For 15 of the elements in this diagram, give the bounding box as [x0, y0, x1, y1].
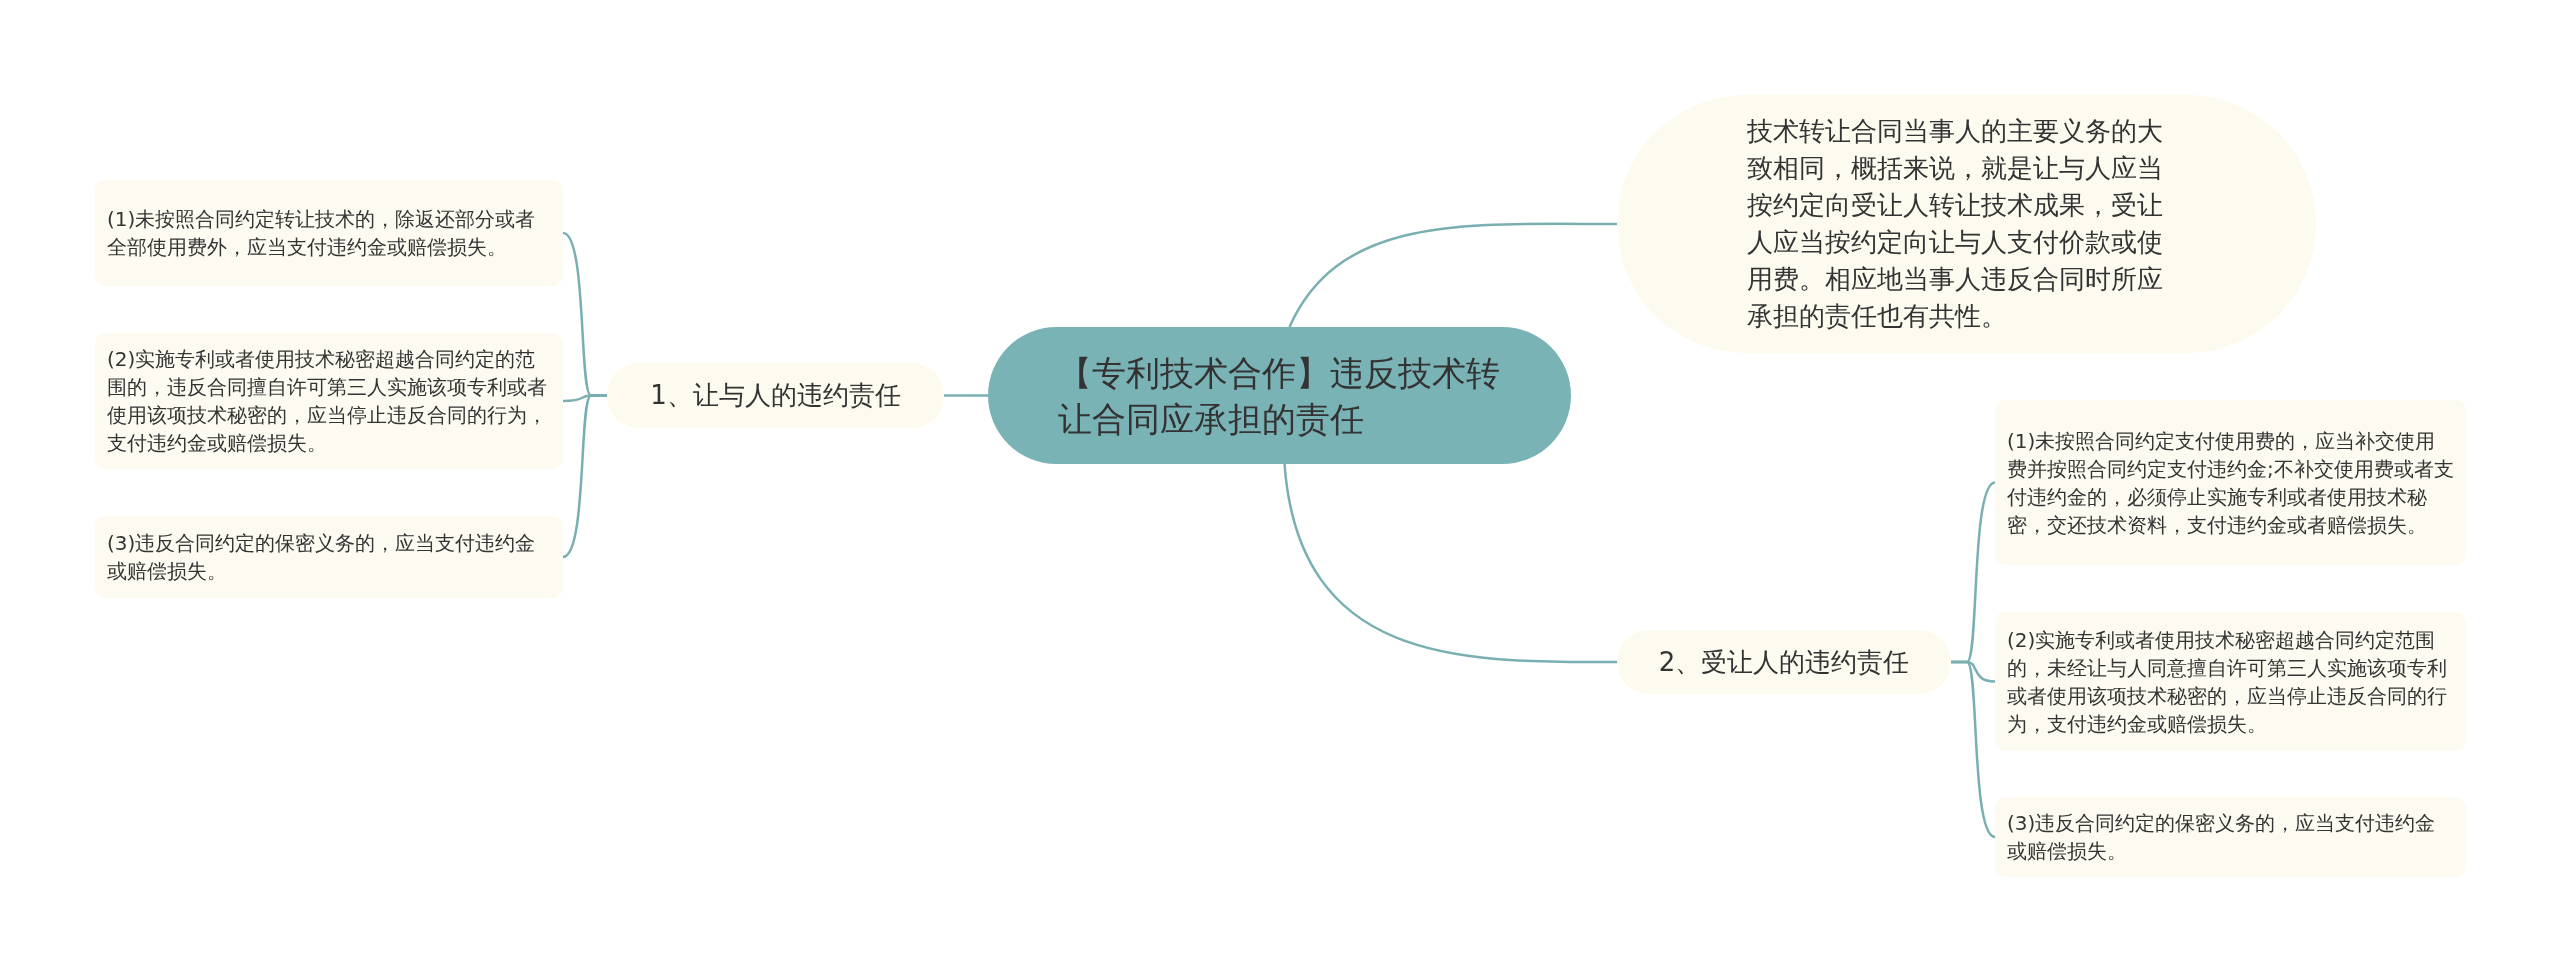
topic-box: 【专利技术合作】违反技术转让合同应承担的责任	[988, 327, 1571, 464]
branch-box: 2、受让人的违约责任	[1617, 630, 1951, 694]
connector-line	[562, 394, 607, 559]
leaf-box: (2)实施专利或者使用技术秘密超越合同约定的范围的，违反合同擅自许可第三人实施该项专利或者使用该项技术秘密的，应当停止违反合同的行为，支付违约金或赔偿损失。	[95, 333, 563, 469]
connector-line	[1283, 463, 1617, 664]
connector-line	[1288, 222, 1617, 328]
leaf-box: (3)违反合同约定的保密义务的，应当支付违约金或赔偿损失。	[1995, 797, 2466, 877]
branch-box: 1、让与人的违约责任	[607, 363, 944, 428]
note-bubble: 技术转让合同当事人的主要义务的大致相同，概括来说，就是让与人应当按约定向受让人转让技术成果，受让人应当按约定向让与人支付价款或使用费。相应地当事人违反合同时所应承担的责任也有共性。	[1617, 95, 2316, 353]
connector-line	[944, 394, 988, 397]
leaf-box: (2)实施专利或者使用技术秘密超越合同约定范围的，未经让与人同意擅自许可第三人实施该项专利或者使用该项技术秘密的，应当停止违反合同的行为，支付违约金或赔偿损失。	[1995, 612, 2466, 751]
connector-line	[1951, 660, 1996, 839]
leaf-box: (1)未按照合同约定转让技术的，除返还部分或者全部使用费外，应当支付违约金或赔偿损失。	[95, 180, 563, 286]
leaf-box: (1)未按照合同约定支付使用费的，应当补交使用费并按照合同约定支付违约金;不补交使用费或者支付违约金的，必须停止实施专利或者使用技术秘密，交还技术资料，支付违约金或者赔偿损失。	[1995, 400, 2466, 565]
leaf-box: (3)违反合同约定的保密义务的，应当支付违约金或赔偿损失。	[95, 516, 563, 598]
